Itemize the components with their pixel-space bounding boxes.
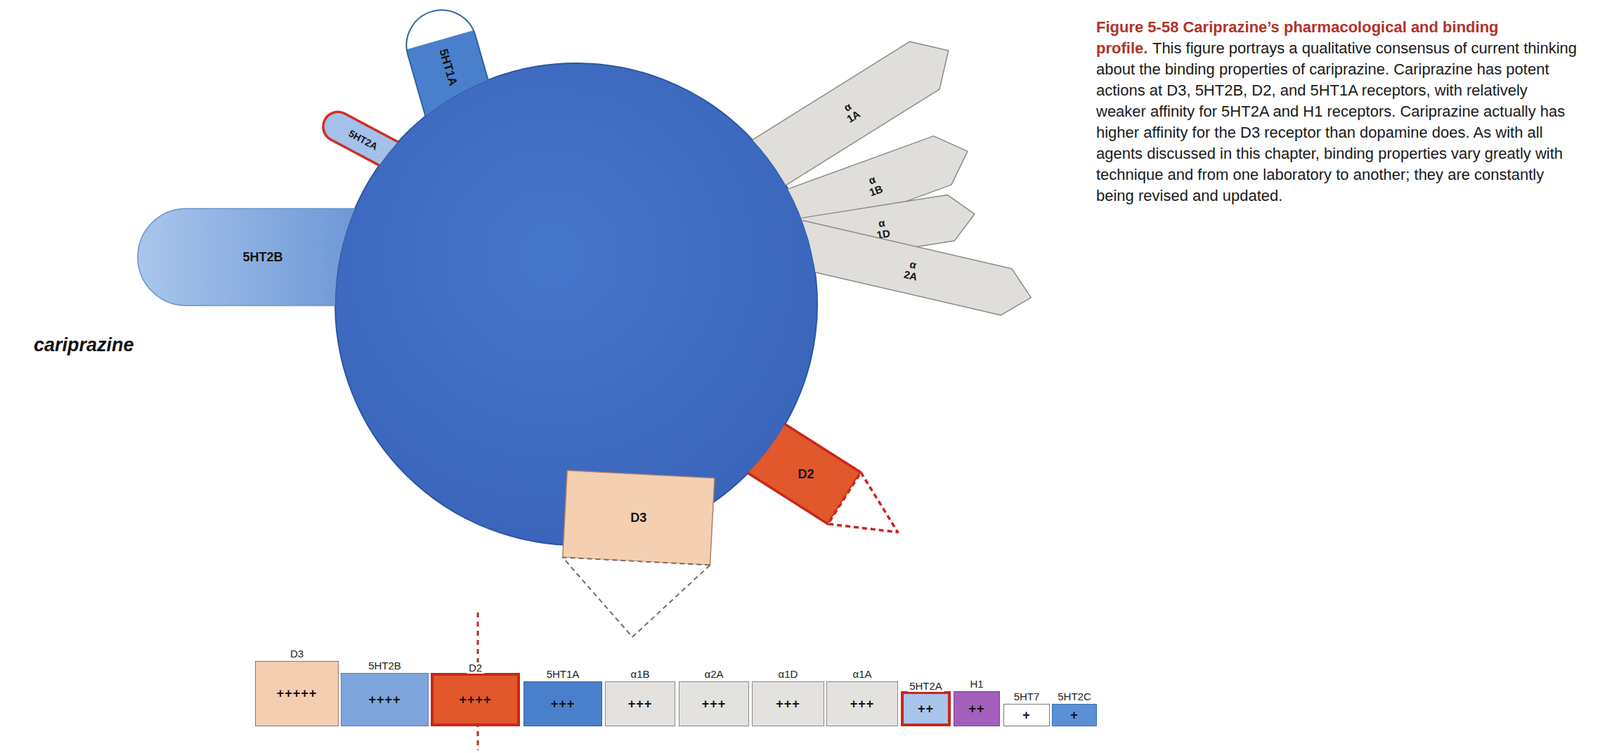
tab-outline: [562, 470, 715, 566]
bar-label: 5HT1A: [544, 668, 582, 681]
tab-outline: [398, 1, 494, 116]
affinity-plus: +++: [752, 682, 824, 726]
tab-label: 5HT2B: [243, 250, 284, 265]
bar-label: D2: [466, 662, 485, 675]
drug-name: cariprazine: [33, 334, 135, 357]
tab-outline: [791, 220, 1036, 322]
receptor-tab: 5HT1A: [398, 1, 494, 118]
binding-bar: D3+++++: [255, 661, 339, 727]
binding-bar: 5HT2A++: [900, 691, 951, 727]
affinity-plus: +: [1004, 704, 1050, 726]
tab-fill: [317, 106, 398, 168]
caption-block: Figure 5-58 Cariprazine’s pharmacologica…: [1096, 16, 1582, 207]
receptor-tab: D3: [558, 470, 715, 642]
affinity-plus: ++: [903, 694, 948, 724]
affinity-plus: +++: [524, 682, 602, 726]
bar-label: α1D: [776, 668, 801, 681]
binding-bar: α2A+++: [678, 681, 750, 727]
tab-outline: [317, 106, 398, 168]
figure-caption: This figure portrays a qualitative conse…: [1096, 39, 1577, 205]
receptor-tab: 5HT2B: [137, 208, 357, 306]
arrow-tip: [828, 472, 915, 559]
affinity-plus: +++: [679, 682, 749, 726]
tab-cap: [398, 1, 476, 55]
binding-bar: 5HT2B++++: [340, 673, 429, 727]
bar-label: H1: [967, 678, 986, 691]
arrow-tip: [558, 557, 710, 642]
binding-bar: 5HT7+: [1003, 704, 1050, 727]
affinity-plus: ++: [954, 692, 1000, 726]
affinity-plus: +++++: [255, 661, 338, 726]
tab-shape: [746, 420, 915, 559]
binding-bar: 5HT2C+: [1051, 704, 1097, 727]
bar-label: α1A: [850, 668, 874, 681]
tab-fill: [398, 1, 494, 116]
tab-shape: [558, 470, 715, 642]
tab-label: D2: [798, 467, 815, 482]
bar-label: D3: [288, 648, 306, 661]
affinity-plus: ++++: [433, 675, 518, 724]
bar-label: 5HT2C: [1055, 691, 1094, 704]
tab-label: D3: [630, 511, 647, 525]
bar-label: 5HT2A: [907, 680, 945, 693]
bar-label: 5HT2B: [366, 660, 404, 673]
binding-bar: D2++++: [430, 673, 520, 727]
binding-bar: α1A+++: [826, 681, 899, 727]
binding-bar: 5HT1A+++: [523, 681, 603, 727]
affinity-plus: ++++: [341, 673, 428, 726]
bar-label: α1B: [628, 668, 652, 681]
tab-outline: [137, 208, 355, 306]
tab-fill: [791, 220, 1036, 322]
tab-fill: [562, 470, 715, 566]
bar-label: α2A: [701, 668, 726, 681]
binding-bar: H1++: [953, 691, 1000, 727]
binding-bar: α1D+++: [751, 681, 825, 727]
binding-bar: α1B+++: [605, 681, 676, 727]
affinity-plus: +++: [605, 682, 675, 726]
affinity-plus: +: [1052, 704, 1097, 726]
tab-fill: [137, 208, 355, 306]
receptor-tab: 5HT2A: [317, 106, 400, 169]
bar-label: 5HT7: [1011, 691, 1043, 704]
affinity-plus: +++: [827, 682, 898, 726]
receptor-tab: D2: [746, 420, 915, 559]
